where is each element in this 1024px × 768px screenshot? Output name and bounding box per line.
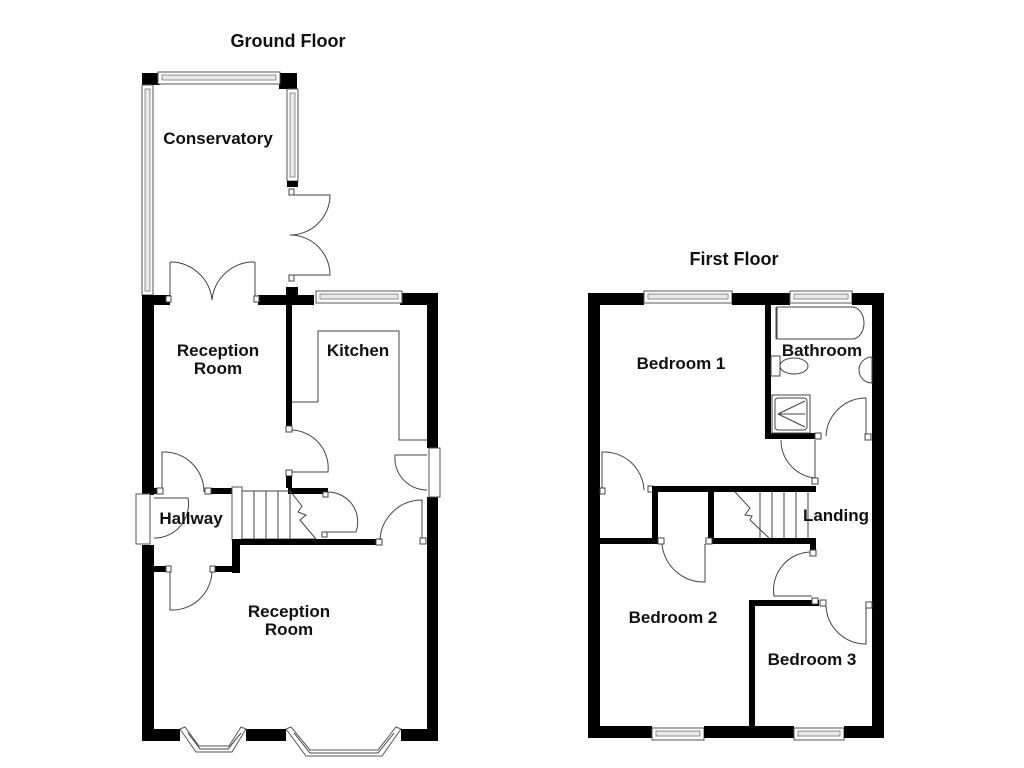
room-label-rear-reception-line1: Reception — [177, 341, 259, 360]
shower-tray-icon — [774, 397, 808, 431]
bedroom1-door-swing — [601, 451, 645, 491]
rear-reception-doors — [165, 261, 260, 303]
ground-floor-plan: Ground Floor Conservatory — [135, 31, 441, 757]
room-label-bathroom: Bathroom — [782, 341, 862, 360]
conservatory: Conservatory — [141, 71, 331, 296]
room-label-front-reception-line2: Room — [265, 620, 313, 639]
first-floor-plan: First Floor — [588, 249, 884, 741]
first-floor-internal-walls — [600, 486, 873, 730]
stairs — [241, 490, 318, 540]
room-label-landing: Landing — [803, 506, 869, 525]
room-label-hallway: Hallway — [159, 509, 223, 528]
ground-floor-title: Ground Floor — [231, 31, 346, 51]
room-label-bedroom3: Bedroom 3 — [768, 650, 857, 669]
bathtub-icon — [776, 306, 865, 340]
stairs — [734, 491, 809, 539]
first-floor-walls — [588, 290, 884, 741]
first-floor-title: First Floor — [690, 249, 779, 269]
ground-floor-internal-walls — [135, 299, 427, 611]
room-label-kitchen: Kitchen — [327, 341, 389, 360]
bathroom: Bathroom — [765, 303, 873, 441]
room-label-conservatory: Conservatory — [163, 129, 273, 148]
room-label-rear-reception-line2: Room — [194, 359, 242, 378]
ground-floor-walls — [142, 287, 441, 757]
toilet-icon — [779, 357, 809, 375]
room-label-bedroom2: Bedroom 2 — [629, 608, 718, 627]
sink-icon — [858, 356, 873, 384]
room-label-bedroom1: Bedroom 1 — [637, 354, 726, 373]
room-label-front-reception-line1: Reception — [248, 602, 330, 621]
landing-door-swing — [780, 439, 816, 479]
